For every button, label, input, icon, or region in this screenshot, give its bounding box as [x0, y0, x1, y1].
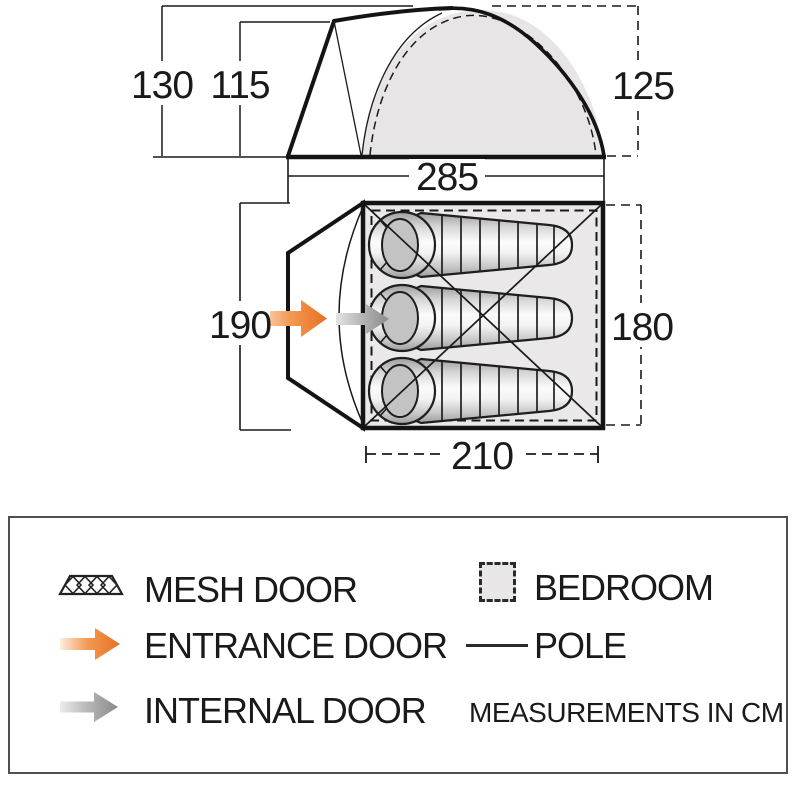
legend-label-pole: POLE [534, 625, 627, 666]
tent-diagram: 130 115 125 285 [131, 5, 675, 478]
text-mask [612, 62, 674, 106]
legend-label-bedroom: BEDROOM [534, 567, 714, 608]
internal-arrow-icon [336, 304, 389, 334]
dim-label-285: 285 [416, 156, 478, 199]
tent-side-view: 130 115 125 285 [131, 5, 675, 203]
text-mask [611, 303, 673, 347]
text-mask [132, 61, 192, 105]
dome-outline [438, 6, 606, 158]
legend-label-entrance-door: ENTRANCE DOOR [144, 625, 448, 666]
entrance-door-icon [60, 628, 120, 660]
ridge-line [332, 6, 454, 23]
text-mask [210, 301, 270, 345]
text-mask [211, 61, 269, 105]
entrance-arrow-icon [258, 300, 327, 337]
text-mask [409, 159, 485, 195]
measurements-note: MEASUREMENTS IN CM [469, 697, 784, 728]
mesh-door-icon [58, 574, 124, 596]
bedroom-icon [479, 562, 516, 602]
pole-lines [364, 204, 602, 427]
bedroom-dome-fill [361, 10, 604, 156]
dim-label-210: 210 [451, 435, 513, 478]
pole-icon [466, 644, 528, 647]
legend-label-mesh-door: MESH DOOR [144, 569, 358, 610]
legend-label-internal-door: INTERNAL DOOR [144, 690, 427, 731]
dome-left-arc [361, 12, 443, 156]
legend-box: MESH DOOR ENTRANCE DOOR IN [8, 516, 788, 774]
dim-label-125: 125 [612, 65, 674, 108]
porch-front-edge [286, 19, 336, 158]
text-mask [444, 437, 520, 473]
dim-label-115: 115 [210, 64, 269, 107]
dim-label-180: 180 [611, 306, 673, 349]
dim-label-130: 130 [131, 64, 193, 107]
tent-floor-plan: 190 180 210 [209, 199, 674, 478]
dim-label-190: 190 [209, 304, 271, 347]
porch-rear-line [333, 20, 362, 156]
internal-door-icon [60, 692, 118, 722]
